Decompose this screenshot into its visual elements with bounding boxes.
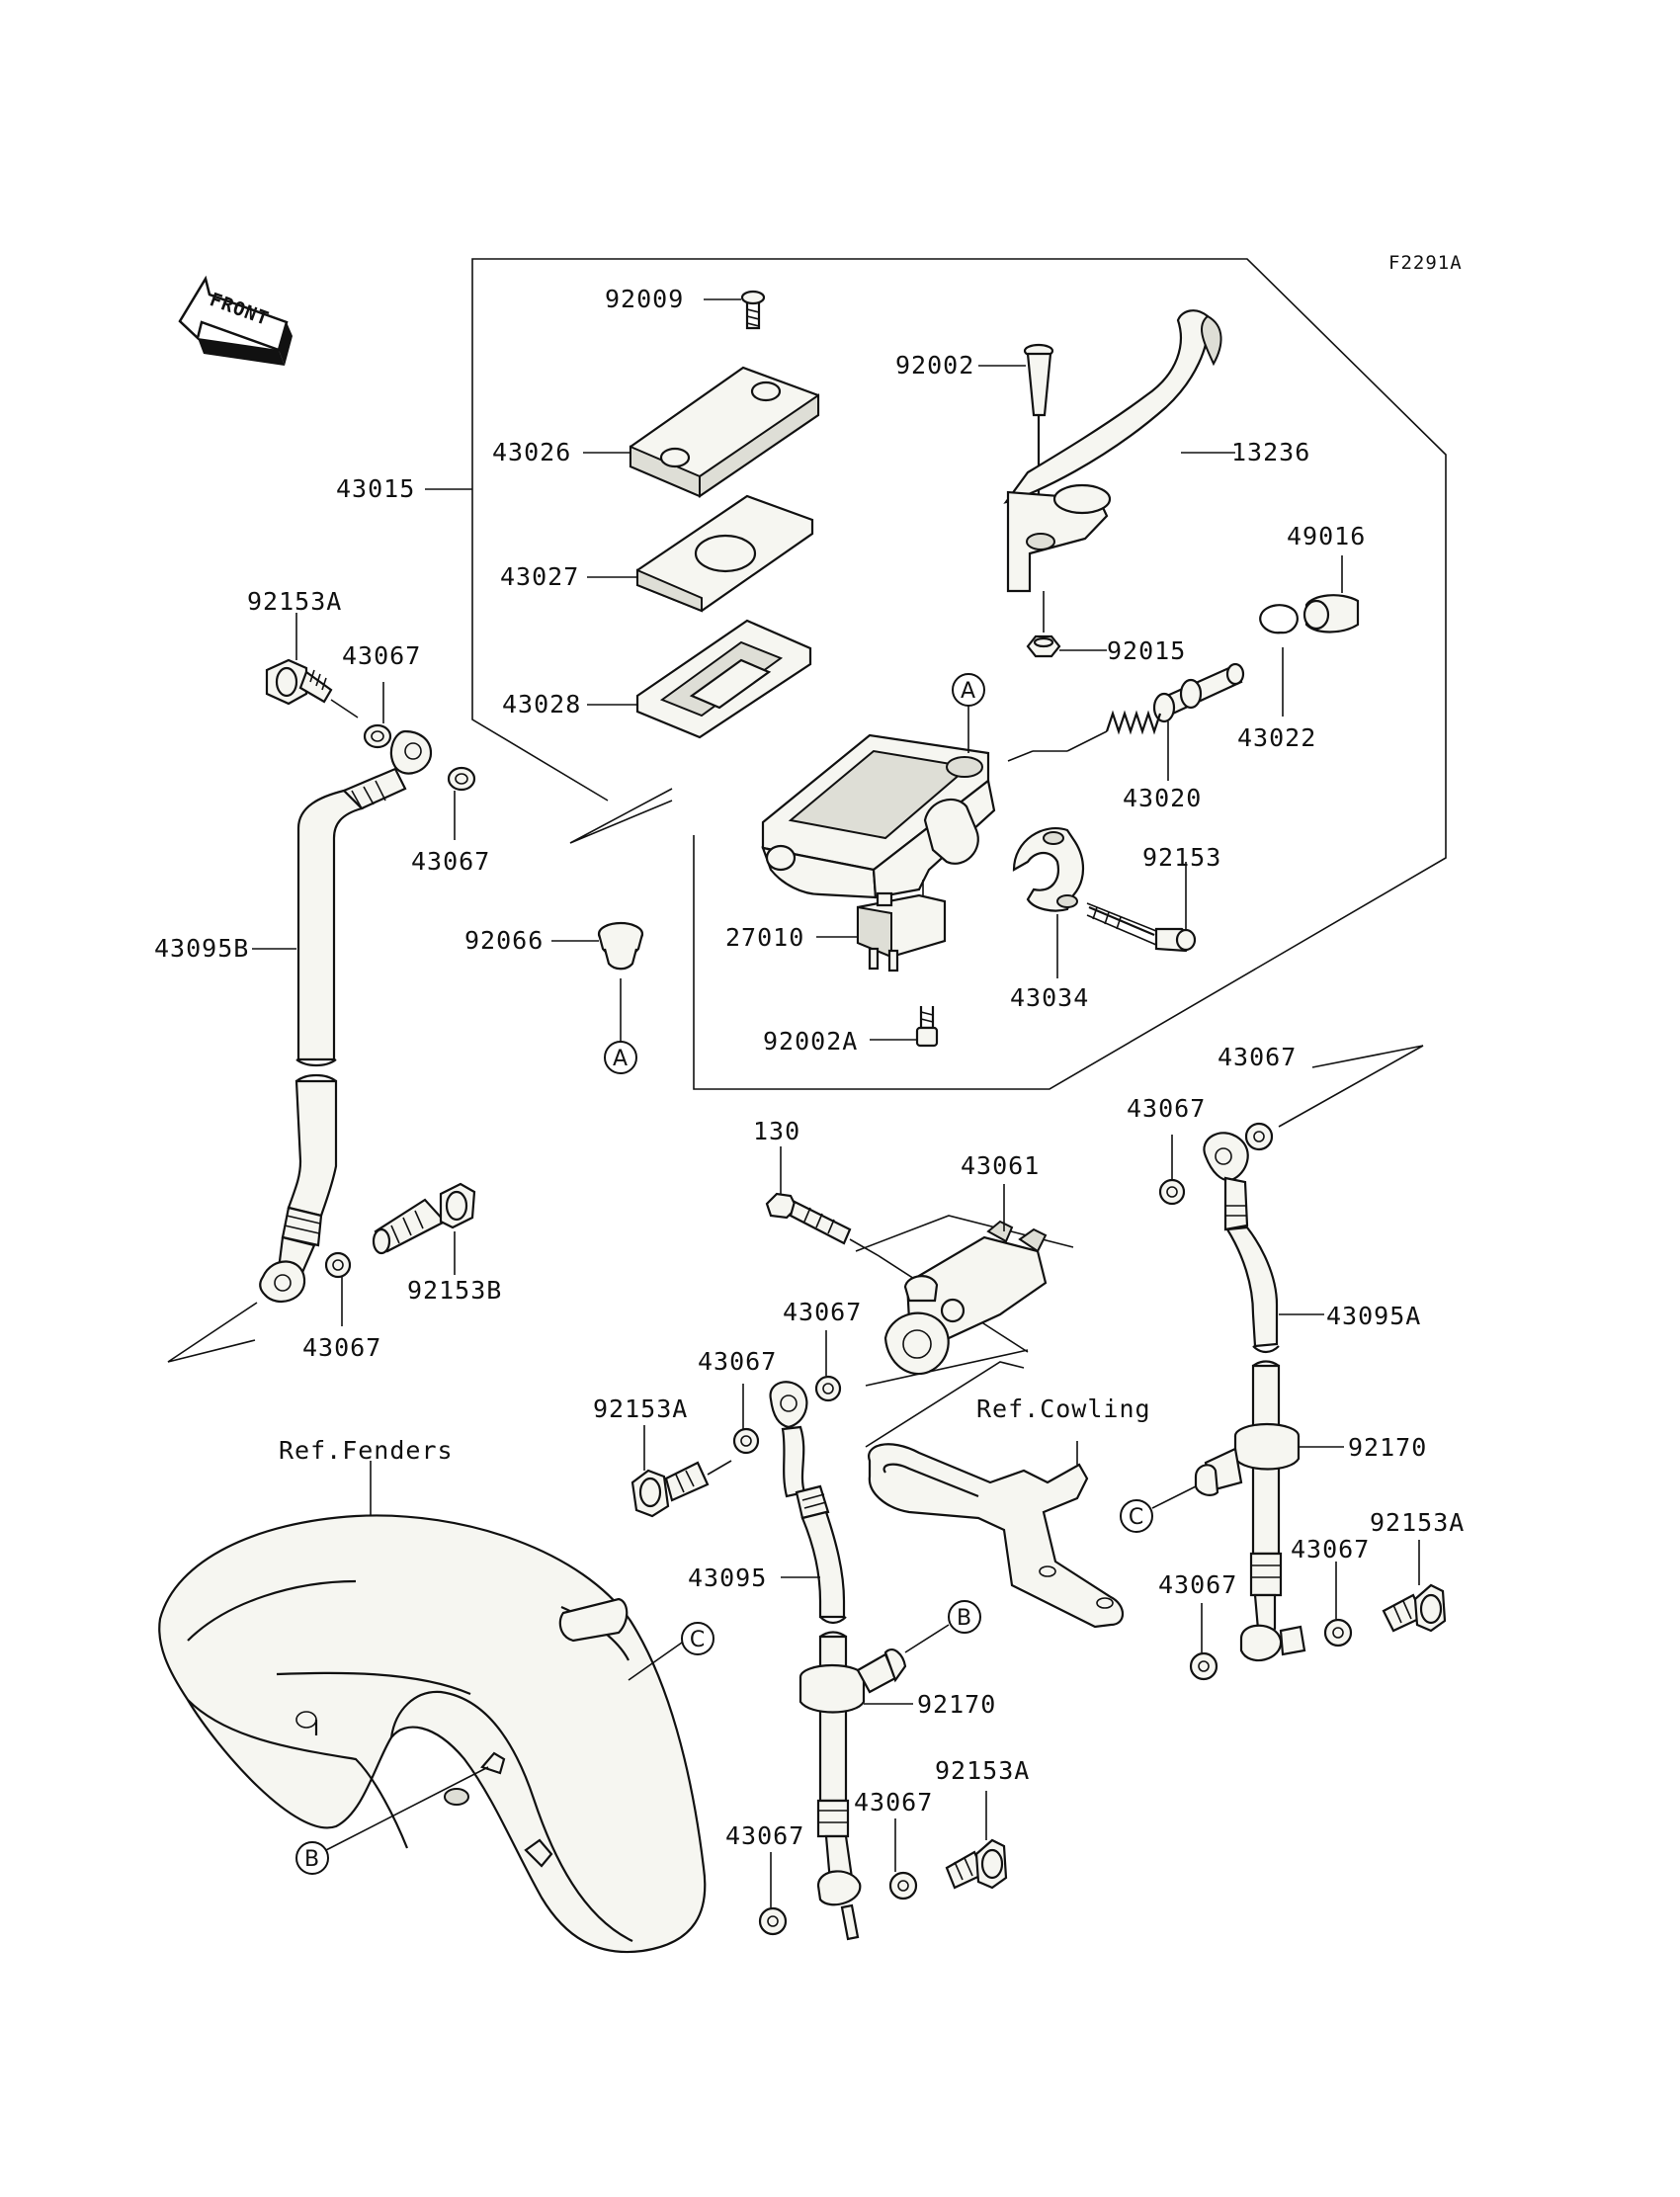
pivot-bolt-92002 bbox=[978, 343, 1054, 539]
label-43067-9: 43067 bbox=[1158, 1570, 1237, 1599]
washer-43067-6 bbox=[814, 1330, 842, 1402]
svg-text:B: B bbox=[957, 1606, 972, 1631]
label-43095: 43095 bbox=[688, 1563, 767, 1592]
washer-43067-1 bbox=[363, 682, 392, 749]
label-92170-right: 92170 bbox=[1348, 1433, 1427, 1462]
plate-43027 bbox=[587, 494, 814, 613]
banjo-bolt-92153B bbox=[372, 1182, 476, 1275]
label-43067-8: 43067 bbox=[1291, 1535, 1370, 1563]
label-43022: 43022 bbox=[1237, 723, 1316, 752]
label-43067-10: 43067 bbox=[854, 1788, 933, 1817]
banjo-bolt-92153A-mid bbox=[630, 1425, 732, 1518]
label-43061: 43061 bbox=[961, 1151, 1040, 1180]
master-cylinder-body bbox=[761, 733, 996, 899]
joint-43061 bbox=[855, 1184, 1074, 1387]
callout-a-top: A bbox=[952, 673, 985, 753]
switch-27010 bbox=[816, 880, 947, 972]
washer-43067-11 bbox=[758, 1852, 788, 1936]
label-49016: 49016 bbox=[1287, 522, 1366, 550]
callout-b-hose: B bbox=[904, 1600, 981, 1653]
label-130: 130 bbox=[753, 1117, 800, 1145]
label-43020: 43020 bbox=[1123, 784, 1202, 812]
diagram-code: F2291A bbox=[1388, 252, 1463, 274]
diaphragm-43028 bbox=[587, 619, 812, 739]
label-92153A-bottom: 92153A bbox=[935, 1756, 1030, 1785]
banjo-bolt-92153A-right bbox=[1382, 1540, 1447, 1633]
clamp-43034 bbox=[1012, 827, 1085, 978]
label-43095A: 43095A bbox=[1326, 1302, 1421, 1330]
label-43067-2: 43067 bbox=[411, 847, 490, 876]
label-92002A: 92002A bbox=[763, 1027, 858, 1056]
label-43067-3: 43067 bbox=[302, 1333, 381, 1362]
brake-hose-43095 bbox=[769, 1381, 862, 1941]
callout-a-cap: A bbox=[604, 978, 637, 1074]
label-43034: 43034 bbox=[1010, 983, 1089, 1012]
nut-92015 bbox=[1026, 591, 1107, 658]
bolt-130 bbox=[765, 1146, 1029, 1353]
label-92009: 92009 bbox=[605, 285, 684, 313]
label-43067-6: 43067 bbox=[783, 1298, 862, 1326]
label-43028: 43028 bbox=[502, 690, 581, 718]
banjo-bolt-92153A-top bbox=[265, 613, 359, 718]
brake-lever-13236 bbox=[1003, 309, 1235, 593]
hose-clamp-92170-right bbox=[1194, 1422, 1344, 1496]
reservoir-cover-43026 bbox=[583, 366, 820, 498]
label-13236: 13236 bbox=[1231, 438, 1310, 466]
screw-92009 bbox=[704, 290, 766, 330]
label-92153B: 92153B bbox=[407, 1276, 502, 1305]
circlip-43022 bbox=[1259, 604, 1299, 717]
label-43067-1: 43067 bbox=[342, 641, 421, 670]
screw-92002A bbox=[870, 1006, 939, 1048]
label-92170: 92170 bbox=[917, 1690, 996, 1719]
label-43067-5: 43067 bbox=[1218, 1043, 1297, 1071]
washer-43067-7 bbox=[732, 1384, 760, 1455]
cowling-bracket bbox=[865, 1361, 1125, 1629]
banjo-bolt-92153A-bottom bbox=[945, 1791, 1008, 1890]
ref-cowling-label: Ref.Cowling bbox=[976, 1394, 1151, 1423]
assembly-43015-frame bbox=[425, 258, 1447, 1090]
svg-text:A: A bbox=[613, 1047, 629, 1071]
hose-clamp-92170 bbox=[798, 1648, 913, 1714]
label-92153A-right: 92153A bbox=[1370, 1508, 1465, 1537]
callout-c-fender: C bbox=[681, 1622, 714, 1655]
svg-text:C: C bbox=[690, 1628, 706, 1652]
svg-text:C: C bbox=[1129, 1505, 1144, 1530]
washer-43067-5 bbox=[1244, 1045, 1424, 1151]
label-92015: 92015 bbox=[1107, 636, 1186, 665]
label-92153A-mid: 92153A bbox=[593, 1394, 688, 1423]
svg-text:B: B bbox=[304, 1847, 320, 1872]
brake-hose-43095B bbox=[167, 729, 433, 1363]
label-43095B: 43095B bbox=[154, 934, 249, 963]
label-43067-7: 43067 bbox=[698, 1347, 777, 1376]
callout-b-fender: B bbox=[295, 1766, 489, 1875]
dust-boot-49016 bbox=[1302, 555, 1360, 634]
label-43015: 43015 bbox=[336, 474, 415, 503]
callout-c-right: C bbox=[1120, 1485, 1197, 1533]
label-92153: 92153 bbox=[1142, 843, 1221, 872]
label-27010: 27010 bbox=[725, 923, 804, 952]
label-43067-11: 43067 bbox=[725, 1821, 804, 1850]
label-92153A-top: 92153A bbox=[247, 587, 342, 616]
front-arrow-icon: FRONT bbox=[178, 275, 293, 366]
piston-43020 bbox=[1007, 662, 1245, 781]
washer-43067-3 bbox=[324, 1251, 352, 1326]
svg-text:A: A bbox=[961, 679, 976, 704]
washer-43067-9 bbox=[1189, 1603, 1218, 1681]
label-43027: 43027 bbox=[500, 562, 579, 591]
washer-43067-10 bbox=[888, 1818, 918, 1901]
front-fender bbox=[158, 1461, 707, 1954]
bolt-92153 bbox=[1086, 862, 1197, 953]
label-43067-4: 43067 bbox=[1127, 1094, 1206, 1123]
washer-43067-8 bbox=[1323, 1562, 1353, 1648]
cap-92066 bbox=[551, 921, 644, 971]
label-92066: 92066 bbox=[464, 926, 544, 955]
label-92002: 92002 bbox=[895, 351, 974, 380]
washer-43067-4 bbox=[1158, 1135, 1186, 1206]
washer-43067-2 bbox=[447, 766, 476, 840]
label-43026: 43026 bbox=[492, 438, 571, 466]
ref-fenders-label: Ref.Fenders bbox=[279, 1436, 454, 1465]
